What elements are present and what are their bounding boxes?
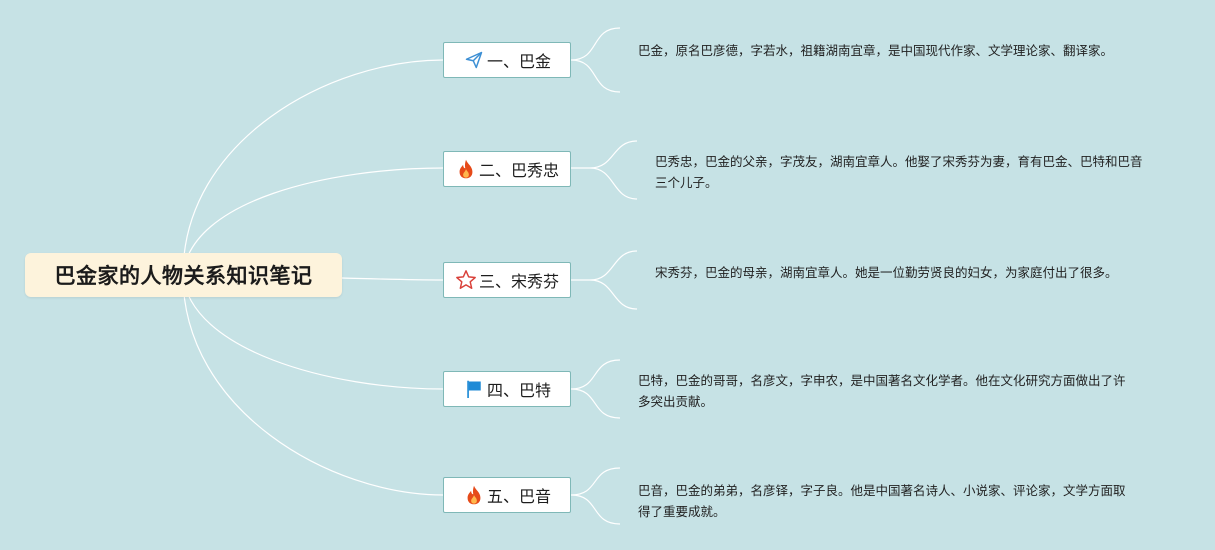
topic-label: 三、宋秀芬: [478, 272, 559, 291]
topic-ba-yin[interactable]: 五、巴音: [443, 477, 571, 513]
topic-label: 四、巴特: [486, 381, 551, 400]
note-ba-jin: 巴金，原名巴彦德，字若水，祖籍湖南宜章，是中国现代作家、文学理论家、翻译家。: [638, 43, 1114, 58]
connector-topic-3-note: [589, 250, 638, 310]
connector-root-topic-3: [341, 277, 444, 281]
topic-ba-te[interactable]: 四、巴特: [443, 371, 571, 407]
topic-label: 二、巴秀忠: [478, 161, 559, 180]
topic-ba-jin[interactable]: 一、巴金: [443, 42, 571, 78]
note-ba-te: 巴特，巴金的哥哥，名彦文，字申农，是中国著名文化学者。他在文化研究方面做出了许多…: [638, 373, 1126, 409]
connector-root-topic-2: [182, 167, 444, 276]
star-outline-icon: [455, 269, 477, 291]
connector-topic-4-note: [570, 359, 621, 419]
paper-plane-icon: [463, 49, 485, 71]
root-topic[interactable]: 巴金家的人物关系知识笔记: [25, 253, 342, 297]
note-ba-yin: 巴音，巴金的弟弟，名彦铎，字子良。他是中国著名诗人、小说家、评论家，文学方面取得…: [638, 483, 1126, 519]
fire-icon: [463, 484, 485, 506]
root-topic-title: 巴金家的人物关系知识笔记: [54, 264, 313, 288]
connector-root-topic-1: [182, 59, 444, 276]
connector-topic-5-note: [570, 467, 621, 525]
topic-song-xiufen[interactable]: 三、宋秀芬: [443, 262, 571, 298]
blue-flag-icon: [463, 378, 485, 400]
connector-root-topic-5: [182, 274, 444, 496]
topic-ba-xiuzhong[interactable]: 二、巴秀忠: [443, 151, 571, 187]
topic-label: 五、巴音: [486, 487, 551, 506]
topic-label: 一、巴金: [486, 52, 551, 71]
note-ba-xiuzhong: 巴秀忠，巴金的父亲，字茂友，湖南宜章人。他娶了宋秀芬为妻，育有巴金、巴特和巴音三…: [655, 154, 1143, 190]
fire-icon: [455, 158, 477, 180]
connector-root-topic-4: [182, 274, 444, 390]
connector-topic-1-note: [570, 27, 621, 93]
connector-topic-2-note: [589, 140, 638, 200]
note-song-xiufen: 宋秀芬，巴金的母亲，湖南宜章人。她是一位勤劳贤良的妇女，为家庭付出了很多。: [655, 265, 1118, 280]
